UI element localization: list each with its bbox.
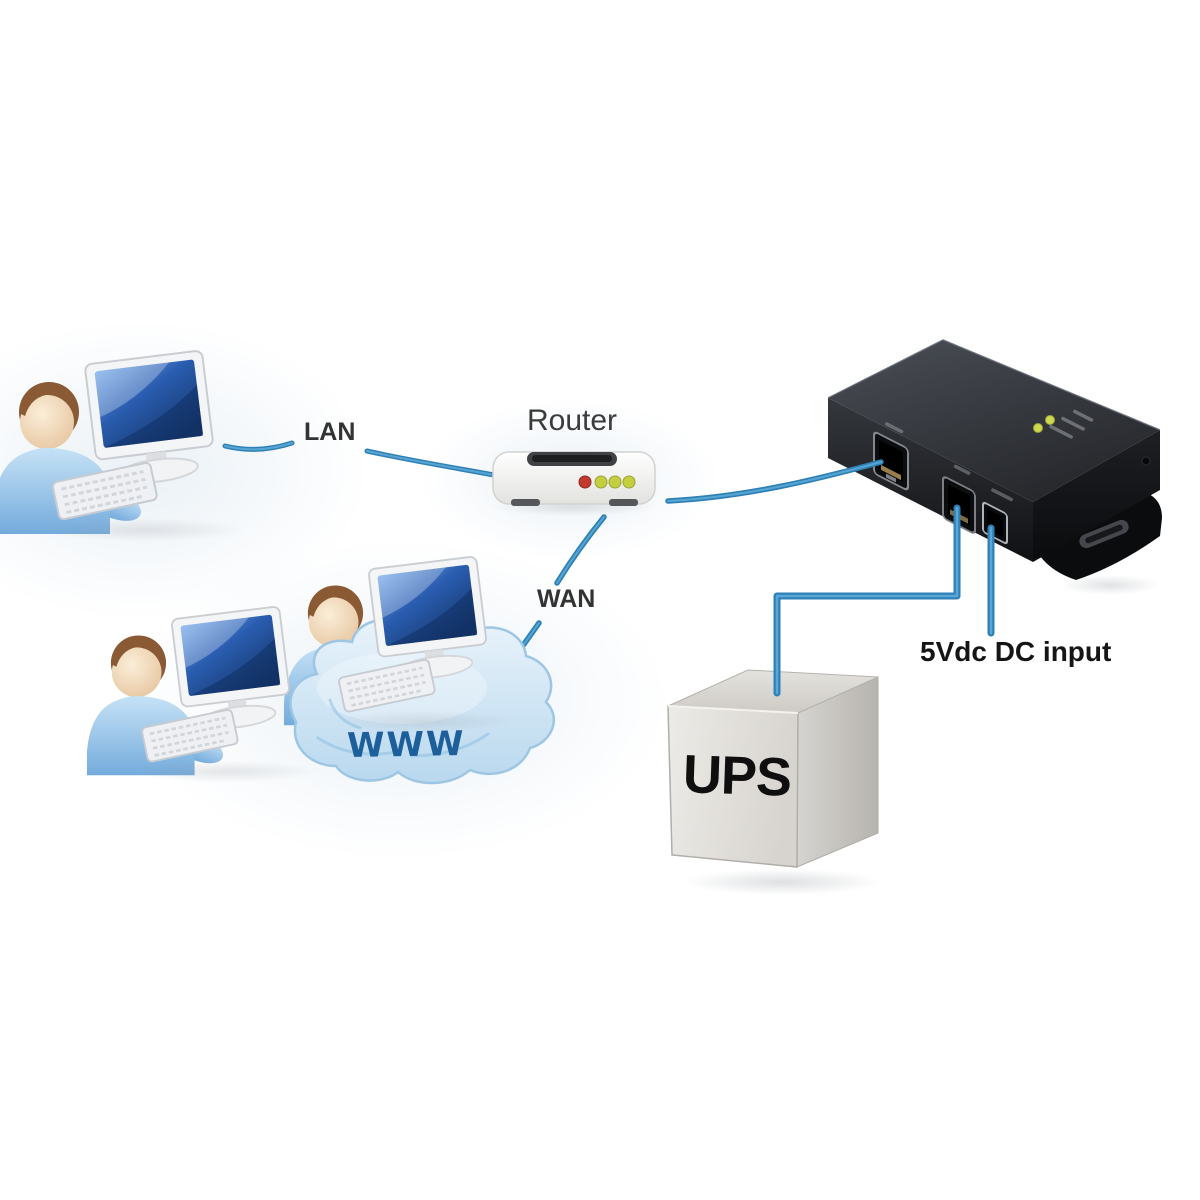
ups-edge-highlight bbox=[667, 705, 799, 714]
ups-icon bbox=[667, 669, 880, 895]
device-right-face bbox=[1033, 430, 1160, 562]
lan-label: LAN bbox=[304, 418, 356, 446]
device-side-hole bbox=[1141, 456, 1151, 466]
device-led-2 bbox=[1045, 415, 1055, 425]
router-label: Router bbox=[527, 404, 618, 437]
dc-input-label: 5Vdc DC input bbox=[920, 636, 1112, 667]
ups-shadow bbox=[684, 869, 880, 895]
router-led-green-2 bbox=[608, 475, 622, 489]
router-led-green-3 bbox=[622, 475, 636, 489]
device-shadow bbox=[1060, 575, 1160, 595]
device-led-1 bbox=[1033, 423, 1043, 433]
lan-line-right-highlight bbox=[366, 450, 506, 478]
router-foot-left bbox=[511, 499, 540, 506]
device-top-edge-highlight bbox=[827, 339, 1161, 431]
cloud-shape bbox=[289, 613, 556, 785]
ethernet-port-1-icon bbox=[873, 431, 909, 491]
router-slot-inner bbox=[532, 455, 612, 462]
router-foot-right bbox=[609, 499, 638, 506]
network-device-icon bbox=[827, 339, 1162, 595]
device-top-face bbox=[828, 340, 1160, 502]
wan-label: WAN bbox=[537, 585, 596, 613]
cables bbox=[665, 459, 995, 697]
lan-line-left-highlight bbox=[224, 442, 293, 451]
www-label: WWW bbox=[346, 723, 466, 767]
ups-label: UPS bbox=[681, 744, 793, 808]
device-top-printing bbox=[1049, 409, 1094, 439]
ups-data-cable-highlight bbox=[775, 506, 959, 695]
router-led-red bbox=[578, 475, 592, 489]
bracket-keyhole bbox=[1079, 519, 1129, 549]
router-icon bbox=[491, 451, 656, 516]
router-led-green-1 bbox=[594, 475, 608, 489]
port-labels-printing bbox=[884, 422, 1014, 502]
ethernet-cable-highlight bbox=[667, 461, 882, 502]
wan-line-upper-highlight bbox=[556, 516, 605, 584]
